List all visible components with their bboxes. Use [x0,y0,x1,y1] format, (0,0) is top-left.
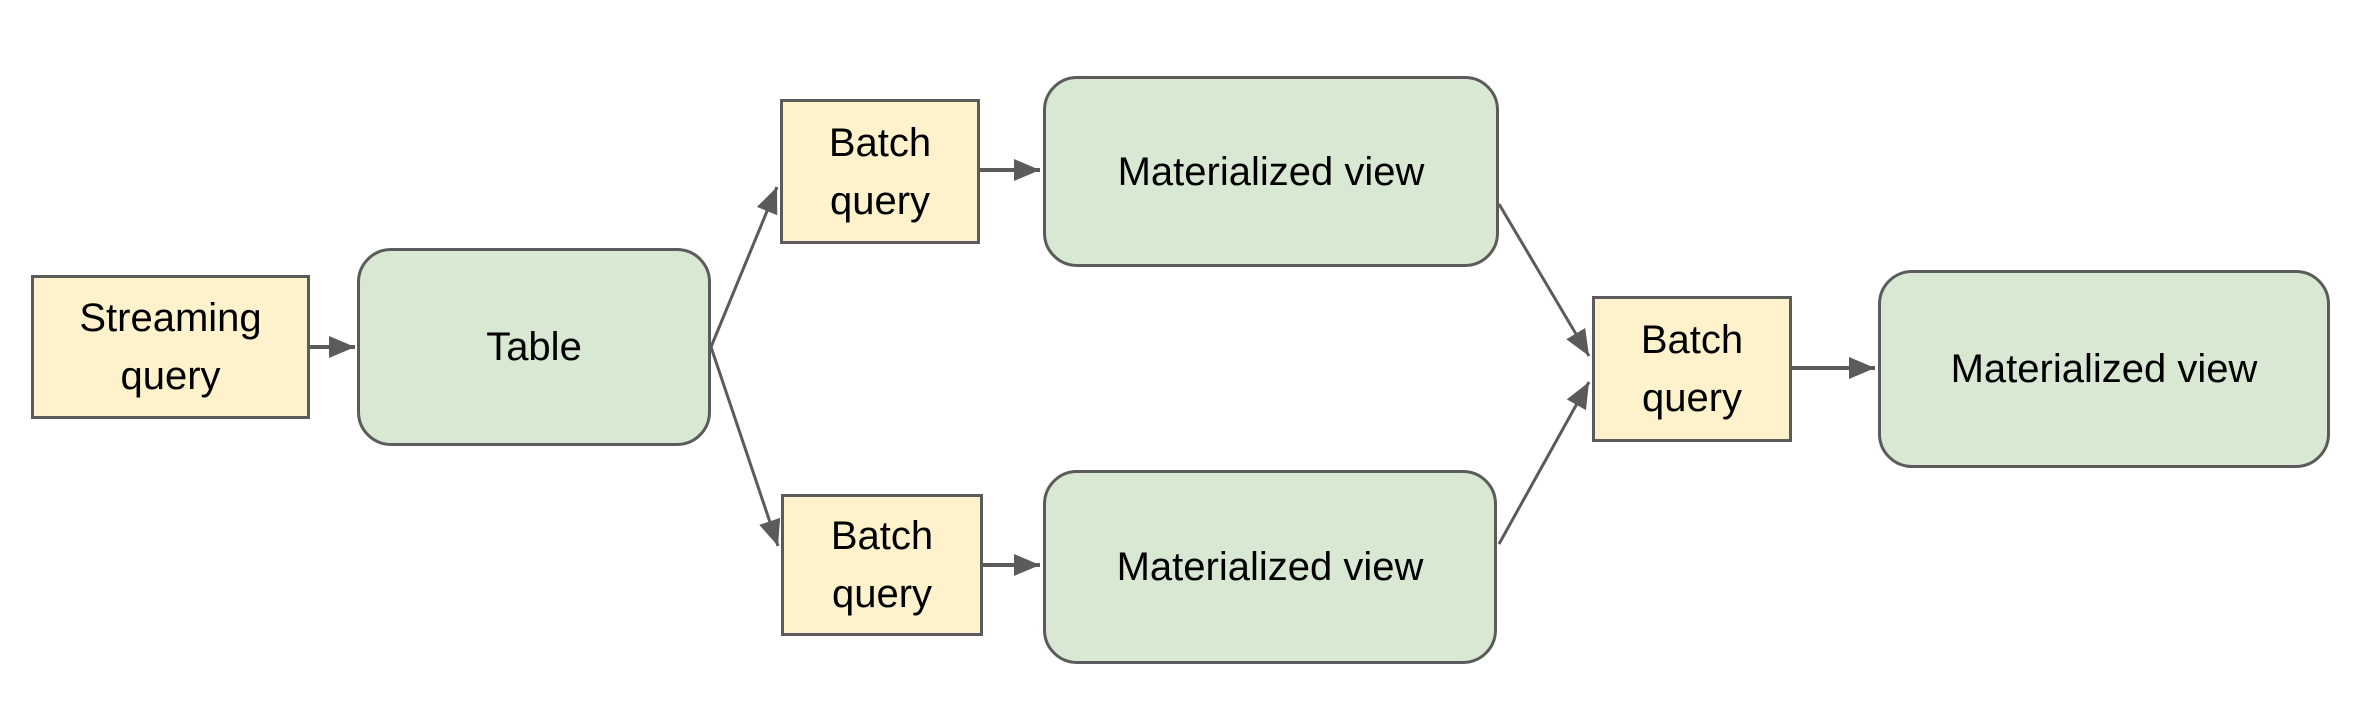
node-materialized-view-right: Materialized view [1878,270,2330,468]
node-label-line: query [120,354,221,398]
node-label-line: Materialized view [1116,545,1424,589]
edge-table-to-batch-query-top [709,186,779,348]
node-label-line: query [829,178,931,223]
node-streaming-query: Streaming query [31,275,310,419]
node-label-line: Batch [828,120,932,165]
node-batch-query-top: Batch query [780,99,980,244]
node-materialized-view-top: Materialized view [1043,76,1499,267]
node-label-line: Streaming [79,296,262,340]
node-batch-query-right: Batch query [1592,296,1792,442]
node-label-line: Batch [1640,318,1744,362]
edge-materialized-view-top-to-batch-query-right [1497,203,1591,357]
edge-table-to-batch-query-bottom [709,346,781,547]
node-label-line: query [831,572,933,616]
node-table: Table [357,248,711,446]
node-label-line: query [1641,376,1743,420]
node-label-line: Materialized view [1950,347,2258,391]
node-label-line: Materialized view [1117,149,1425,194]
edge-materialized-view-bottom-to-batch-query-right [1497,381,1591,545]
node-batch-query-bottom: Batch query [781,494,983,636]
node-label-line: Table [486,325,582,369]
node-materialized-view-bottom: Materialized view [1043,470,1497,664]
node-label-line: Batch [830,514,934,558]
